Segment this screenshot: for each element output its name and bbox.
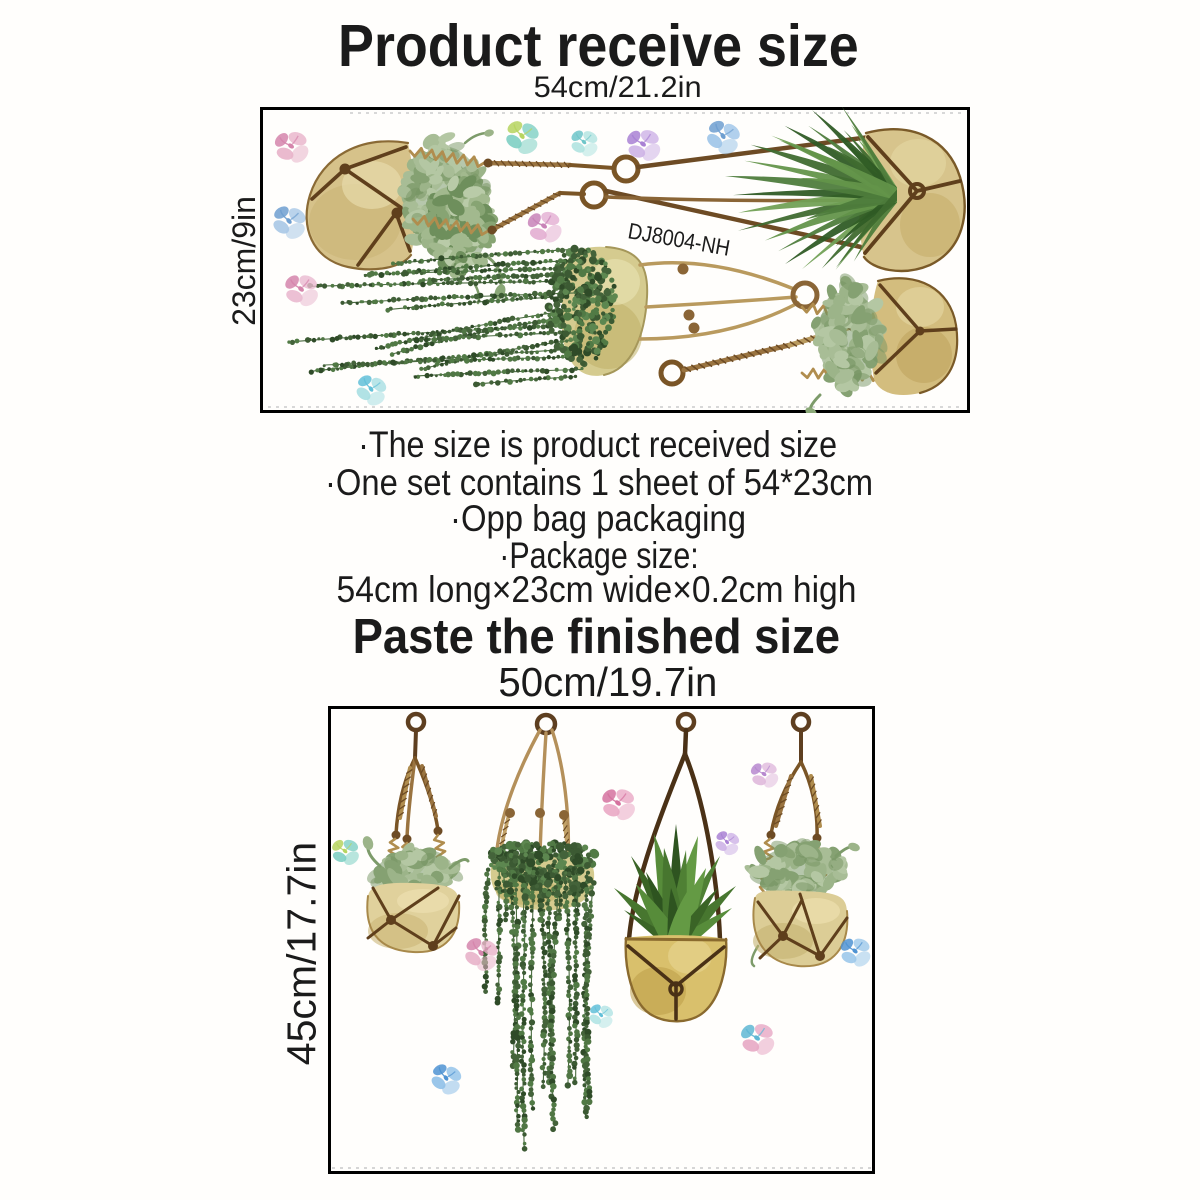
svg-text:DJ8004-NH: DJ8004-NH (626, 218, 732, 261)
svg-text:45cm/17.7in: 45cm/17.7in (278, 842, 324, 1065)
svg-text:23cm/9in: 23cm/9in (226, 196, 262, 326)
